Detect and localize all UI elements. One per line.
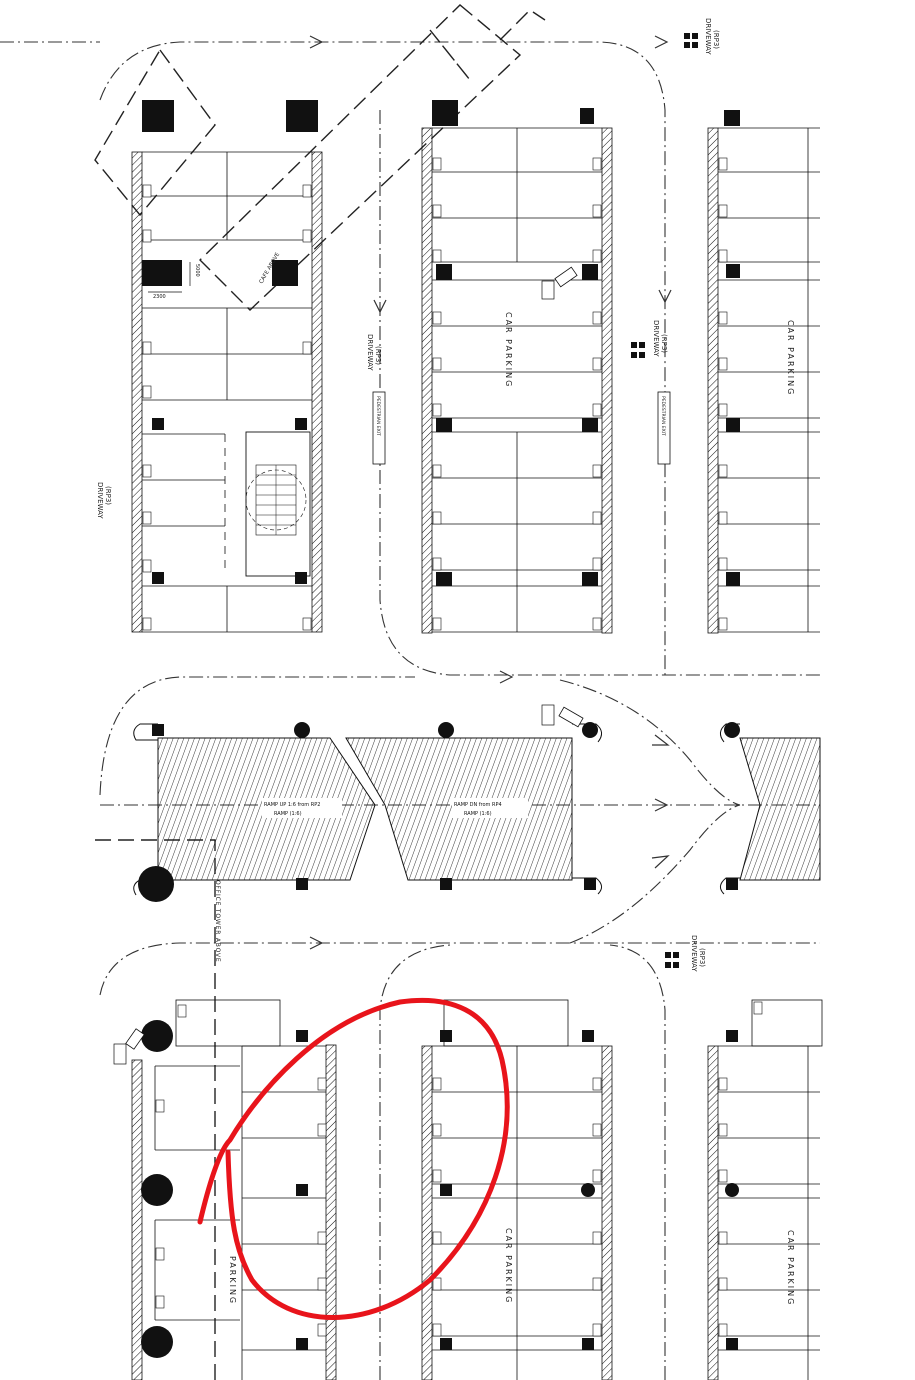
driveway-lines xyxy=(0,41,820,1380)
ramp-a-label: RAMP UP 1:6 from RP2 xyxy=(264,802,320,808)
dimension-height: 5000 xyxy=(194,264,200,277)
ramp-b-sub: RAMP (1:6) xyxy=(464,811,492,817)
ramp-b-label: RAMP DN from RP4 xyxy=(454,802,502,808)
parking-block-top-right: CAR PARKING xyxy=(707,110,820,634)
flow-arrows xyxy=(309,35,672,950)
cctv-camera-icon xyxy=(541,704,584,728)
dimension-width: 2300 xyxy=(153,294,166,300)
rp3-label-top-right: (RP3) xyxy=(712,30,720,49)
red-markup-annotation xyxy=(197,997,510,1320)
rp3-label-lower: (RP3) xyxy=(698,948,706,967)
car-parking-label-lower-right: CAR PARKING xyxy=(786,1230,795,1306)
office-tower-above-label: OFFICE TOWER ABOVE xyxy=(214,880,221,963)
car-parking-label-top-right: CAR PARKING xyxy=(786,320,795,396)
ramp-structure: RAMP UP 1:6 from RP2 RAMP (1:6) RAMP DN … xyxy=(133,704,821,902)
parking-block-lower-right: CAR PARKING xyxy=(707,999,823,1380)
car-parking-label-lower: CAR PARKING xyxy=(504,1228,513,1304)
ramp-a-sub: RAMP (1:6) xyxy=(274,811,302,817)
sign-pedestrian-exit-a: PEDESTRIAN EXIT xyxy=(375,396,381,436)
rp3-label-mid: (RP3) xyxy=(374,346,382,365)
parking-block-lower-middle: CAR PARKING xyxy=(421,999,613,1380)
rp3-label-left: (RP3) xyxy=(104,486,112,505)
driveway-label-mid: DRIVEWAY xyxy=(366,334,374,371)
parking-block-lower-left: PARKING xyxy=(113,999,337,1380)
parking-block-top-left: 2300 5000 xyxy=(131,100,323,633)
parking-block-top-middle: CAR PARKING xyxy=(421,100,613,634)
cctv-camera-icon xyxy=(541,266,578,300)
driveway-label-lower: DRIVEWAY xyxy=(690,935,698,972)
rp3-label-mid-right: (RP3) xyxy=(660,334,668,353)
driveway-label-mid-right: DRIVEWAY xyxy=(652,320,660,357)
parking-label-left: PARKING xyxy=(228,1256,237,1305)
car-parking-label-top: CAR PARKING xyxy=(504,312,513,388)
driveway-label-left: DRIVEWAY xyxy=(96,482,104,519)
driveway-label-top-right: DRIVEWAY xyxy=(704,18,712,55)
driveway-labels: DRIVEWAY (RP3) DRIVEWAY (RP3) DRIVEWAY (… xyxy=(96,18,720,972)
cctv-camera-icon xyxy=(113,1028,145,1065)
sign-pedestrian-exit-b: PEDESTRIAN EXIT xyxy=(660,396,666,436)
